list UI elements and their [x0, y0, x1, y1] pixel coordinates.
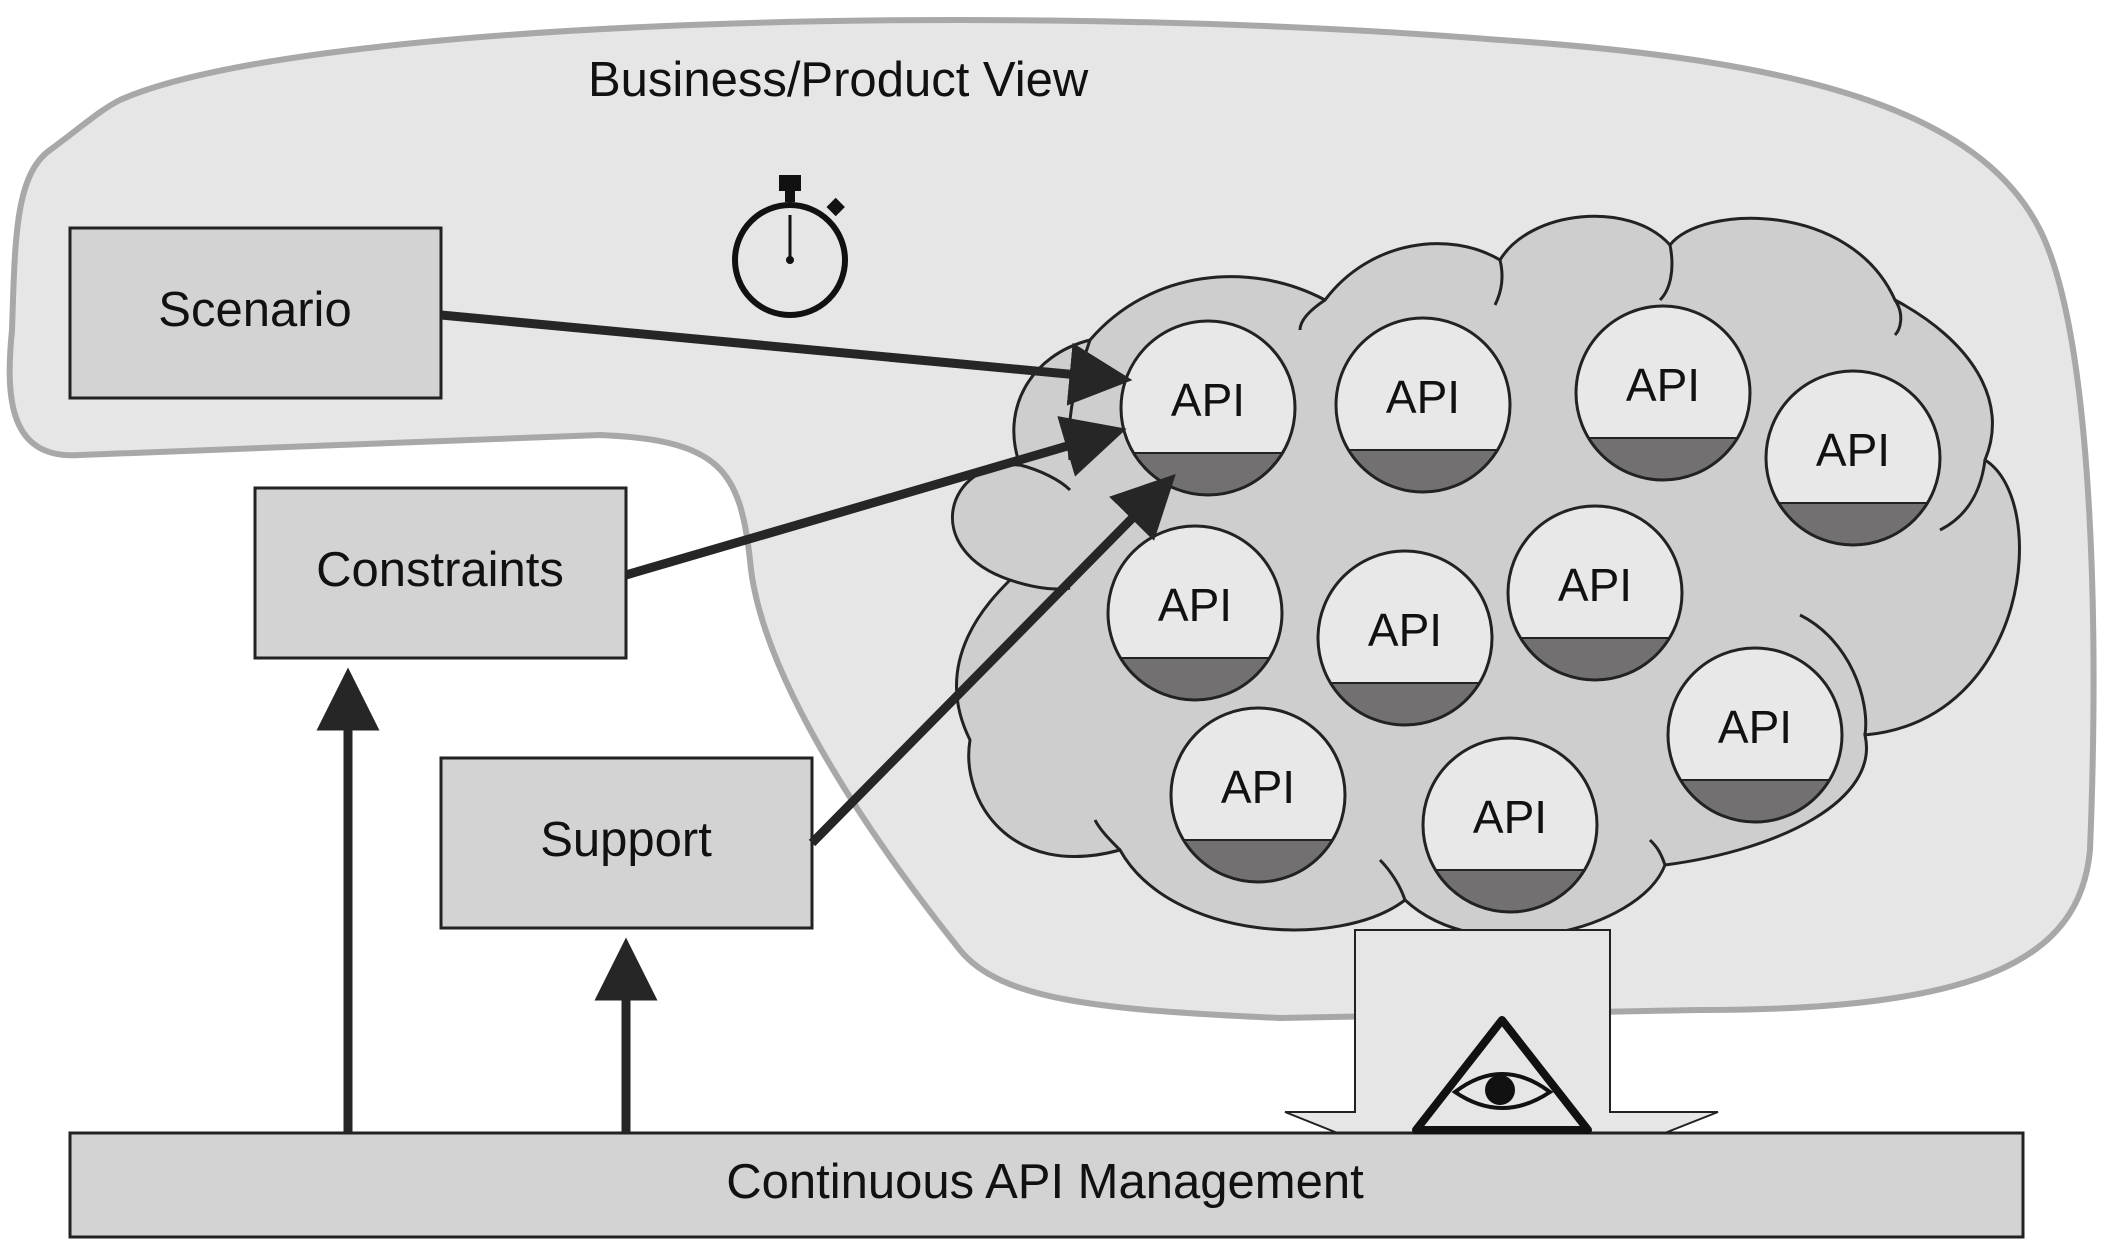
api-node-label: API	[1473, 791, 1547, 843]
support-box: Support	[439, 756, 814, 930]
api-node-label: API	[1171, 374, 1245, 426]
region-title: Business/Product View	[588, 53, 1089, 107]
management-bar: Continuous API Management	[68, 1131, 2025, 1239]
constraints-label: Constraints	[316, 543, 564, 597]
api-node: API	[1764, 369, 1942, 547]
api-node: API	[1316, 549, 1494, 727]
stopwatch-icon	[732, 175, 848, 318]
api-node: API	[1169, 706, 1347, 884]
connector-arrows	[316, 310, 1176, 1133]
api-node: API	[1666, 646, 1844, 824]
all-seeing-eye-icon	[1412, 1016, 1592, 1134]
support-label: Support	[540, 813, 712, 867]
constraints-box: Constraints	[253, 486, 628, 660]
scenario-label: Scenario	[158, 283, 351, 337]
api-node-label: API	[1626, 359, 1700, 411]
api-node-label: API	[1158, 579, 1232, 631]
constraints-to-api-arrow	[624, 416, 1127, 580]
api-node-label: API	[1386, 371, 1460, 423]
support-to-api-arrow	[808, 473, 1176, 847]
scenario-box: Scenario	[68, 226, 443, 400]
scenario-to-api-arrow	[440, 310, 1133, 406]
api-node-label: API	[1558, 559, 1632, 611]
api-node: API	[1574, 304, 1752, 482]
api-node-label: API	[1368, 604, 1442, 656]
management-bar-label: Continuous API Management	[726, 1155, 1364, 1209]
api-node-label: API	[1718, 701, 1792, 753]
api-node-label: API	[1221, 761, 1295, 813]
api-node-label: API	[1816, 424, 1890, 476]
